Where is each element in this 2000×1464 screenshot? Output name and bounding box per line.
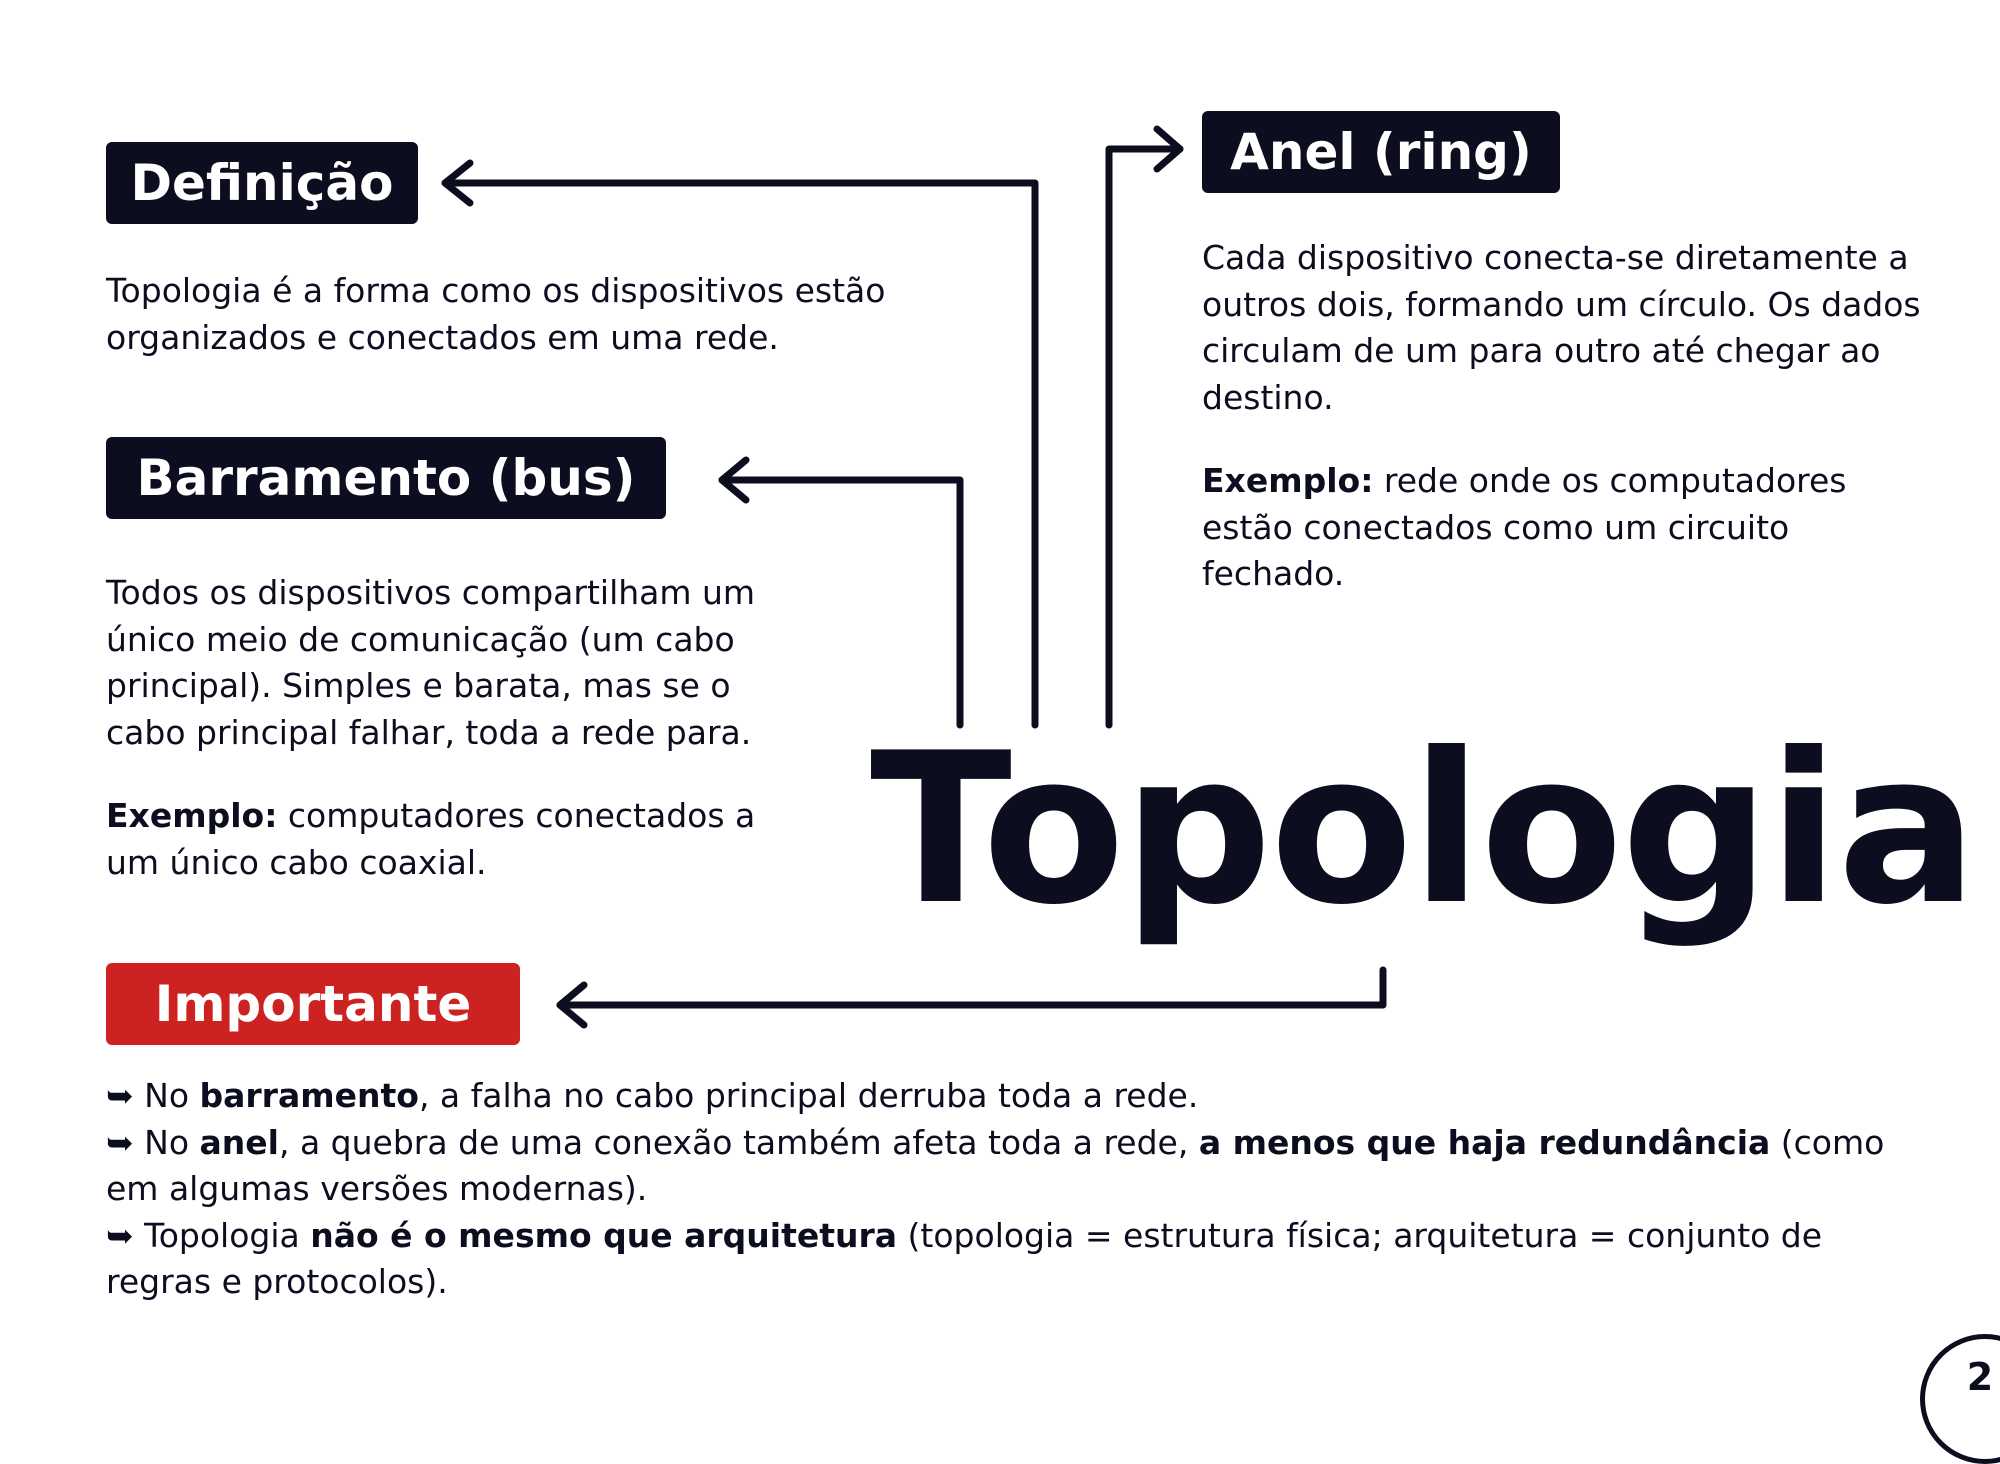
arrowhead-importante <box>556 981 588 1029</box>
arrow-to-importante <box>556 966 1387 1009</box>
anel-example-text: rede onde os computadores estão conectad… <box>1202 461 1847 593</box>
arrowhead-anel <box>1153 125 1184 173</box>
bullet-item: ➥ Topologia não é o mesmo que arquitetur… <box>106 1215 1823 1302</box>
definicao-tag: Definição <box>106 142 418 224</box>
barramento-example: Exemplo: computadores conectados a um ún… <box>106 793 796 886</box>
anel-example: Exemplo: rede onde os computadores estão… <box>1202 458 1922 598</box>
arrowhead-barramento <box>718 456 750 504</box>
arrow-bullet-icon: ➥ <box>106 1215 134 1255</box>
arrow-to-definicao <box>441 179 1039 729</box>
anel-example-label: Exemplo: <box>1202 461 1374 500</box>
arrowhead-definicao <box>441 159 474 207</box>
page-title: Topologia <box>870 709 1978 951</box>
connector-arrows <box>441 125 1387 1029</box>
arrow-to-barramento <box>718 476 964 729</box>
arrow-to-anel <box>1105 145 1184 729</box>
definicao-label: Definição <box>130 154 394 212</box>
barramento-example-text: computadores conectados a um único cabo … <box>106 796 756 882</box>
bullet-item: ➥ No anel, a quebra de uma conexão també… <box>106 1122 1885 1209</box>
page-number: 2 <box>1966 1355 1994 1399</box>
anel-tag: Anel (ring) <box>1202 111 1560 193</box>
importante-tag: Importante <box>106 963 520 1045</box>
importante-label: Importante <box>154 975 472 1033</box>
arrow-bullet-icon: ➥ <box>106 1122 134 1162</box>
barramento-text: Todos os dispositivos compartilham um ún… <box>106 573 756 752</box>
definicao-text: Topologia é a forma como os dispositivos… <box>106 271 886 357</box>
anel-label: Anel (ring) <box>1230 123 1532 181</box>
arrow-bullet-icon: ➥ <box>106 1076 134 1115</box>
barramento-example-label: Exemplo: <box>106 796 278 835</box>
anel-text: Cada dispositivo conecta-se diretamente … <box>1202 238 1921 417</box>
barramento-label: Barramento (bus) <box>136 449 636 507</box>
importante-bullets: ➥ No barramento, a falha no cabo princip… <box>106 1073 1886 1306</box>
bullet-item: ➥ No barramento, a falha no cabo princip… <box>106 1076 1199 1115</box>
barramento-tag: Barramento (bus) <box>106 437 666 519</box>
